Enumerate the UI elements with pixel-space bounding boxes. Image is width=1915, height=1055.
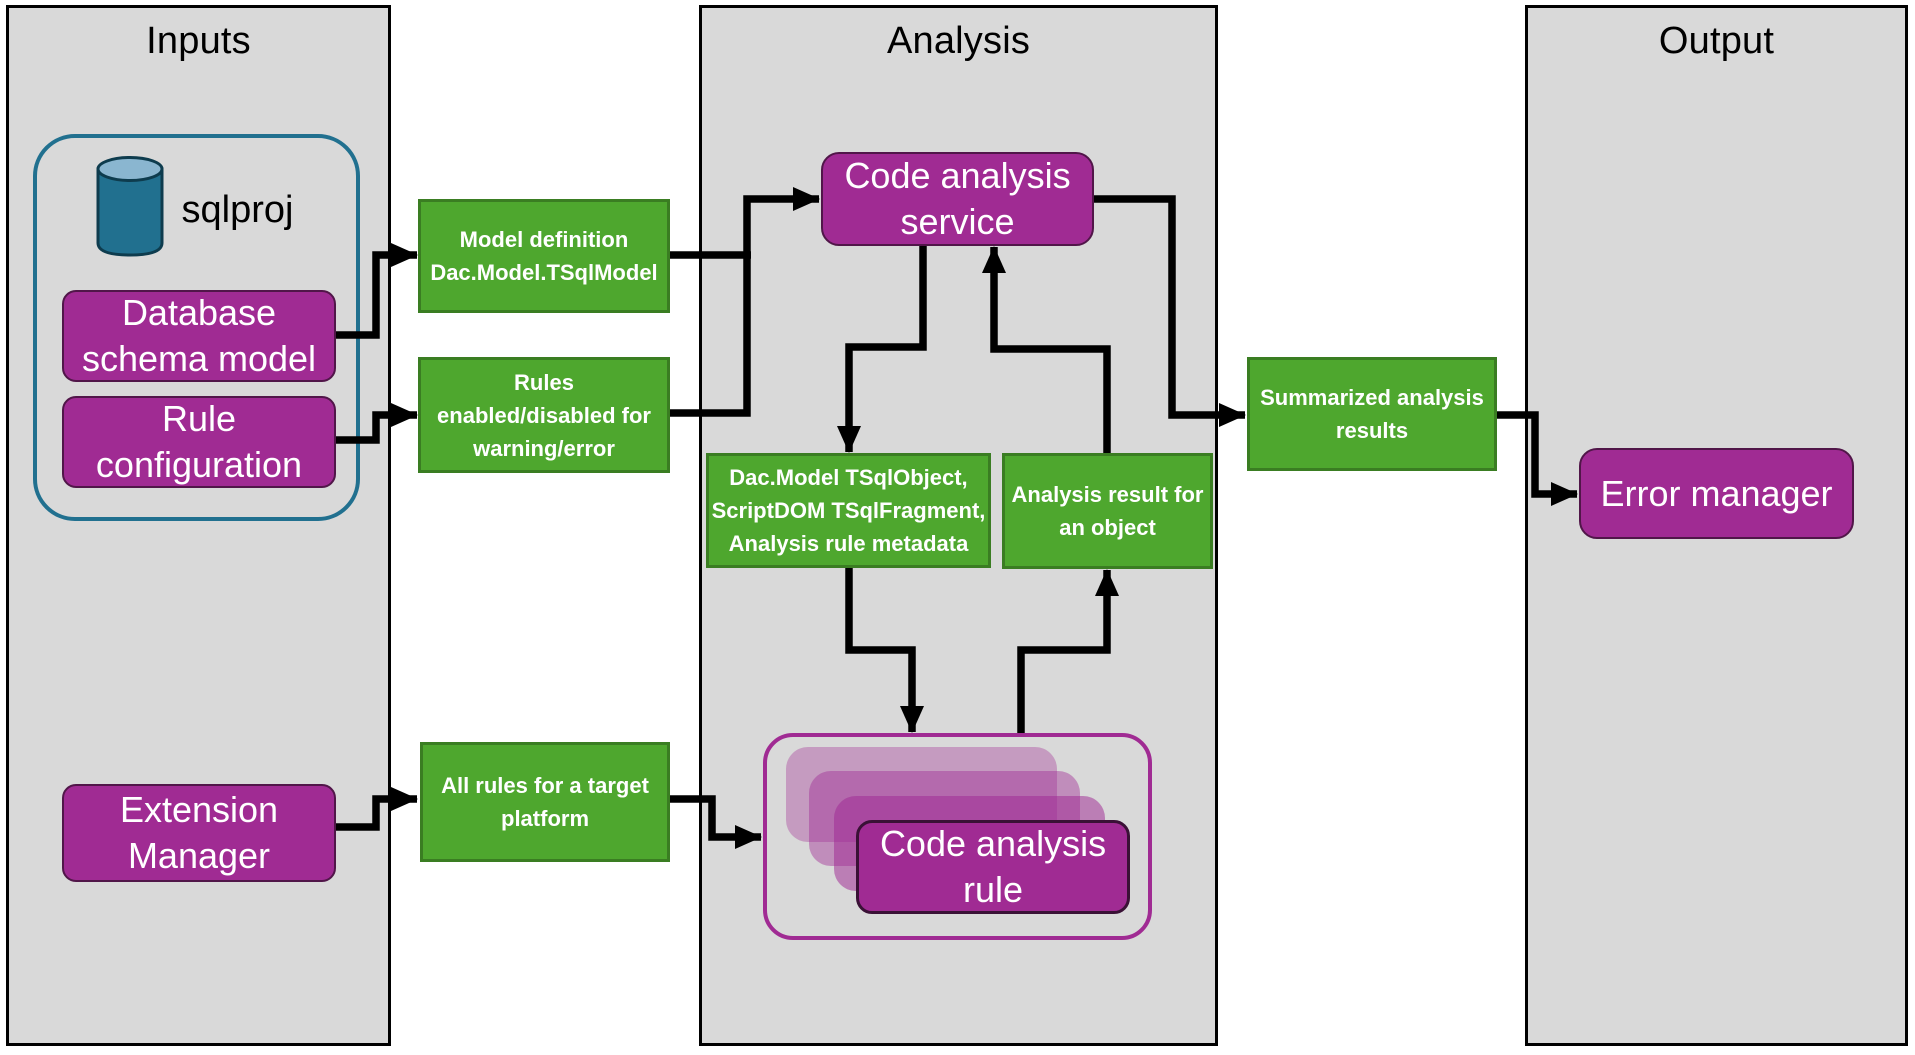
node-model-definition: Model definition Dac.Model.TSqlModel bbox=[418, 199, 670, 313]
panel-output-title: Output bbox=[1658, 20, 1775, 62]
node-dac-model-object: Dac.Model TSqlObject, ScriptDOM TSqlFrag… bbox=[706, 453, 991, 568]
node-error-manager: Error manager bbox=[1579, 448, 1854, 539]
node-code-analysis-rule: Code analysis rule bbox=[856, 820, 1130, 914]
panel-analysis-title: Analysis bbox=[886, 20, 1031, 62]
node-all-rules: All rules for a target platform bbox=[420, 742, 670, 862]
node-rule-configuration: Rule configuration bbox=[62, 396, 336, 488]
code-analysis-rule-group bbox=[763, 733, 1152, 940]
database-icon bbox=[96, 156, 164, 257]
node-analysis-result: Analysis result for an object bbox=[1002, 453, 1213, 569]
node-extension-manager: Extension Manager bbox=[62, 784, 336, 882]
node-database-schema-model: Database schema model bbox=[62, 290, 336, 382]
node-summarized-results: Summarized analysis results bbox=[1247, 357, 1497, 471]
node-rules-enabled: Rules enabled/disabled for warning/error bbox=[418, 357, 670, 473]
sqlproj-label: sqlproj bbox=[181, 189, 294, 231]
panel-inputs-title: Inputs bbox=[146, 20, 251, 62]
node-code-analysis-service: Code analysis service bbox=[821, 152, 1094, 246]
